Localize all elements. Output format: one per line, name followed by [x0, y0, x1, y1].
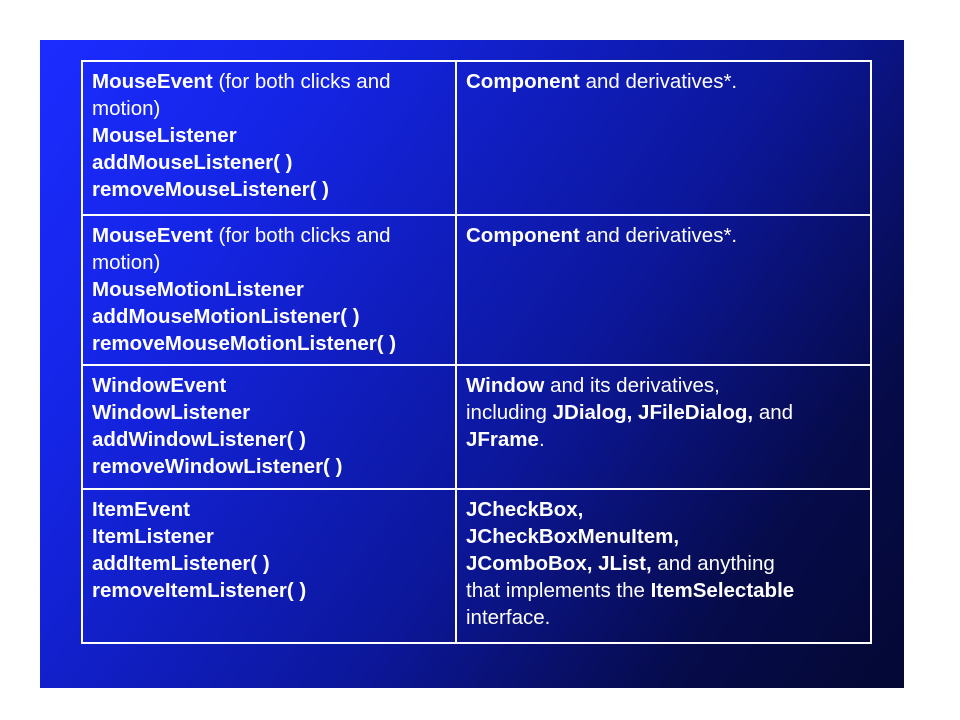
event-line: MouseEvent (for both clicks and: [92, 68, 446, 95]
event-name: WindowEvent: [92, 374, 227, 397]
event-line: MouseEvent (for both clicks and: [92, 222, 446, 249]
event-note: (for both clicks and: [212, 70, 391, 93]
add-method: addMouseListener( ): [92, 151, 293, 174]
source-cell: Component and derivatives*.: [455, 214, 872, 366]
class-name: JCheckBox,: [466, 498, 584, 521]
event-name: MouseEvent: [92, 70, 213, 93]
source-text: interface.: [466, 606, 551, 629]
including-text: including: [466, 401, 553, 424]
table-row: MouseEvent (for both clicks and motion) …: [81, 214, 872, 366]
table-row: WindowEvent WindowListener addWindowList…: [81, 364, 872, 490]
listener-name: WindowListener: [92, 401, 251, 424]
period-text: .: [538, 428, 545, 451]
source-cell: Component and derivatives*.: [455, 60, 872, 216]
source-line: JComboBox, JList, and anything: [466, 550, 861, 577]
event-note: (for both clicks and: [212, 224, 391, 247]
event-name: ItemEvent: [92, 498, 190, 521]
table-row: MouseEvent (for both clicks and motion) …: [81, 60, 872, 216]
remove-method: removeItemListener( ): [92, 579, 307, 602]
source-cell: JCheckBox, JCheckBoxMenuItem, JComboBox,…: [455, 488, 872, 644]
source-text: and its derivatives,: [544, 374, 720, 397]
jframe-name: JFrame: [466, 428, 539, 451]
class-name: JCheckBoxMenuItem,: [466, 525, 680, 548]
and-text: and: [753, 401, 794, 424]
source-text: and derivatives*.: [579, 70, 738, 93]
event-note-continued: motion): [92, 251, 161, 274]
event-cell: MouseEvent (for both clicks and motion) …: [81, 60, 457, 216]
event-cell: WindowEvent WindowListener addWindowList…: [81, 364, 457, 490]
interface-name: ItemSelectable: [650, 579, 795, 602]
source-line: Component and derivatives*.: [466, 222, 861, 249]
listener-name: ItemListener: [92, 525, 214, 548]
event-listener-table: MouseEvent (for both clicks and motion) …: [81, 60, 872, 644]
table-row: ItemEvent ItemListener addItemListener( …: [81, 488, 872, 644]
dialog-classes: JDialog, JFileDialog,: [552, 401, 754, 424]
window-name: Window: [466, 374, 545, 397]
class-names: JComboBox, JList,: [466, 552, 652, 575]
component-name: Component: [466, 70, 580, 93]
source-line: including JDialog, JFileDialog, and: [466, 399, 861, 426]
remove-method: removeWindowListener( ): [92, 455, 343, 478]
event-cell: MouseEvent (for both clicks and motion) …: [81, 214, 457, 366]
remove-method: removeMouseMotionListener( ): [92, 332, 397, 355]
source-text: and anything: [651, 552, 775, 575]
source-text: and derivatives*.: [579, 224, 738, 247]
event-note-continued: motion): [92, 97, 161, 120]
listener-name: MouseMotionListener: [92, 278, 304, 301]
add-method: addItemListener( ): [92, 552, 270, 575]
slide: MouseEvent (for both clicks and motion) …: [40, 40, 904, 688]
source-line: Component and derivatives*.: [466, 68, 861, 95]
event-cell: ItemEvent ItemListener addItemListener( …: [81, 488, 457, 644]
add-method: addMouseMotionListener( ): [92, 305, 360, 328]
component-name: Component: [466, 224, 580, 247]
add-method: addWindowListener( ): [92, 428, 306, 451]
listener-name: MouseListener: [92, 124, 237, 147]
source-line: that implements the ItemSelectable: [466, 577, 861, 604]
source-line: Window and its derivatives,: [466, 372, 861, 399]
source-line: JFrame.: [466, 426, 861, 453]
source-text: that implements the: [466, 579, 651, 602]
event-name: MouseEvent: [92, 224, 213, 247]
remove-method: removeMouseListener( ): [92, 178, 329, 201]
source-cell: Window and its derivatives, including JD…: [455, 364, 872, 490]
